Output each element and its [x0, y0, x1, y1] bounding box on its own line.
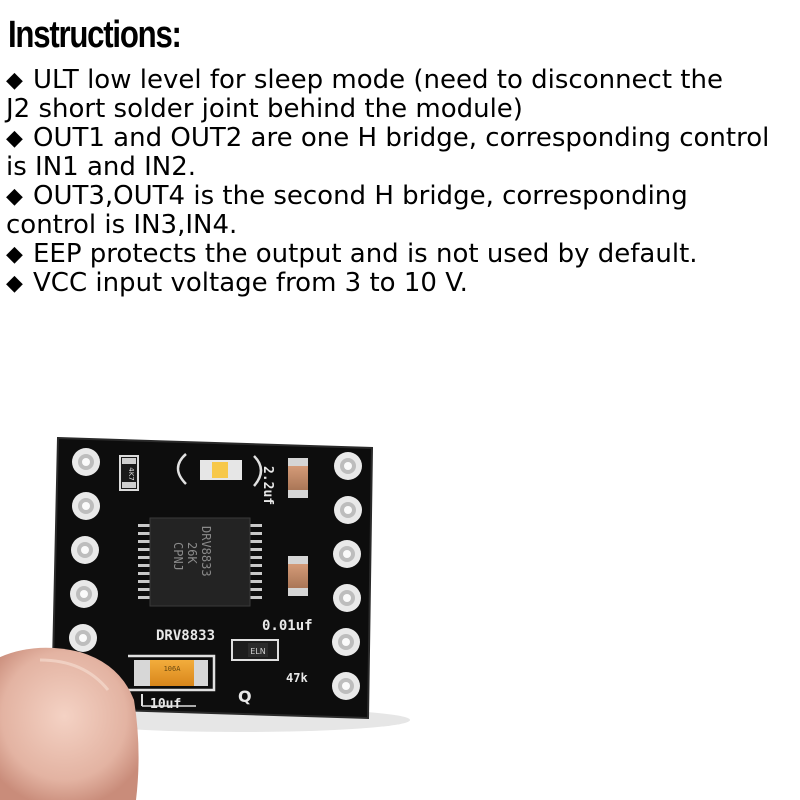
instruction-line: ◆ EEP protects the output and is not used…: [6, 240, 796, 269]
tantalum-label: 10uf: [150, 697, 181, 712]
instruction-line: ◆ VCC input voltage from 3 to 10 V.: [6, 269, 796, 298]
instruction-text: OUT3,OUT4 is the second H bridge, corres…: [33, 181, 688, 211]
instruction-line: control is IN3,IN4.: [6, 211, 796, 240]
instruction-line: J2 short solder joint behind the module): [6, 95, 796, 124]
drv8833-chip: DRV8833 26K CPNJ: [138, 517, 262, 607]
cap-label-2-2uf: 2.2uf: [260, 466, 275, 505]
instruction-text: control is IN3,IN4.: [6, 210, 238, 240]
diamond-bullet-icon: ◆: [6, 242, 23, 267]
instruction-text: ULT low level for sleep mode (need to di…: [33, 65, 723, 95]
instruction-text: OUT1 and OUT2 are one H bridge, correspo…: [33, 123, 770, 153]
led: [212, 462, 228, 478]
chip-line-1: DRV8833: [199, 526, 213, 577]
instructions-title: Instructions:: [8, 14, 182, 56]
diamond-bullet-icon: ◆: [6, 271, 23, 296]
capacitor-0-01uf: 0.01uf: [262, 556, 313, 634]
finger: [0, 647, 139, 800]
silkscreen-model: DRV8833: [156, 628, 215, 644]
resistor-47k-label: 47k: [286, 671, 308, 685]
diamond-bullet-icon: ◆: [6, 184, 23, 209]
q-mark: Q: [238, 687, 252, 706]
instruction-line: ◆ ULT low level for sleep mode (need to d…: [6, 66, 796, 95]
chip-line-3: CPNJ: [171, 542, 185, 571]
cap-label-0-01uf: 0.01uf: [262, 618, 313, 634]
smd-resistor: ELN: [231, 639, 279, 661]
chip-line-2: 26K: [185, 542, 199, 564]
instruction-text: J2 short solder joint behind the module): [6, 94, 523, 124]
instruction-text: EEP protects the output and is not used …: [33, 239, 698, 269]
capacitor-2-2uf: 2.2uf: [260, 458, 308, 505]
diamond-bullet-icon: ◆: [6, 126, 23, 151]
resistor-4k7-label: 4K7: [127, 467, 135, 481]
tantalum-code: 106A: [164, 665, 182, 673]
led-footprint: [176, 453, 263, 487]
instruction-text: VCC input voltage from 3 to 10 V.: [33, 268, 468, 298]
tantalum-capacitor: 106A 10uf: [128, 654, 216, 712]
instruction-text: is IN1 and IN2.: [6, 152, 197, 182]
resistor-4k7: 4K7: [119, 455, 139, 491]
right-header-pads: [332, 452, 362, 700]
instructions-list: ◆ ULT low level for sleep mode (need to d…: [6, 66, 796, 298]
instruction-line: is IN1 and IN2.: [6, 153, 796, 182]
smd-code: ELN: [250, 647, 266, 656]
instruction-line: ◆ OUT3,OUT4 is the second H bridge, corre…: [6, 182, 796, 211]
drv8833-module-photo: 4K7 2.2uf DRV8833 26K CPNJ: [0, 436, 410, 800]
instruction-line: ◆ OUT1 and OUT2 are one H bridge, corresp…: [6, 124, 796, 153]
diamond-bullet-icon: ◆: [6, 68, 23, 93]
